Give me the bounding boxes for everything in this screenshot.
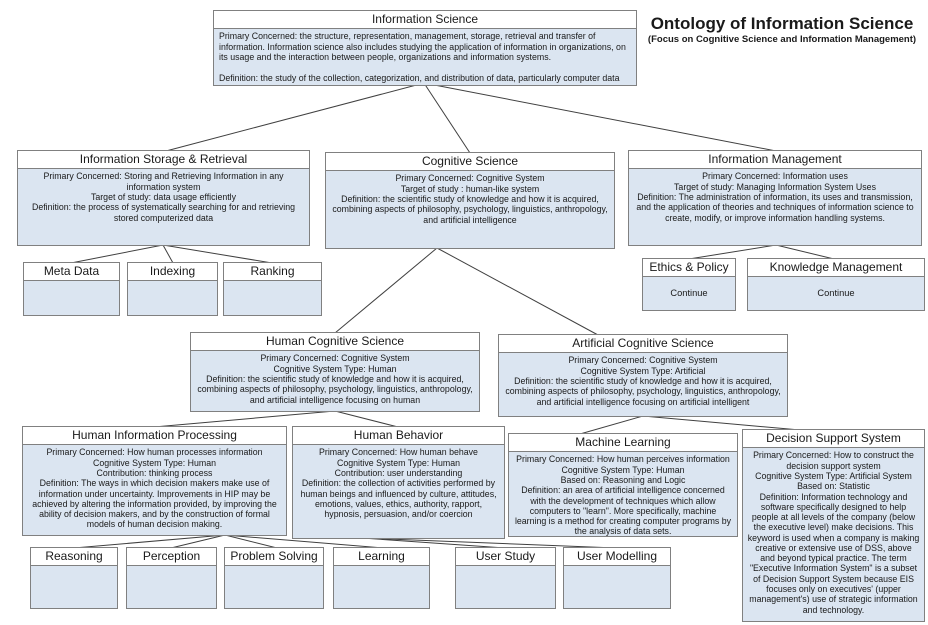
node-perception-title: Perception [127, 548, 216, 567]
node-user-study-title: User Study [456, 548, 555, 567]
node-artificial-cognitive-science: Artificial Cognitive Science Primary Con… [498, 334, 788, 417]
node-human-information-processing-title: Human Information Processing [23, 427, 286, 446]
node-human-information-processing-body: Primary Concerned: How human processes i… [23, 445, 286, 535]
node-information-management-title: Information Management [629, 151, 921, 170]
node-user-modelling-title: User Modelling [564, 548, 670, 567]
node-user-study-body [456, 566, 555, 608]
node-information-storage-retrieval-title: Information Storage & Retrieval [18, 151, 309, 170]
node-meta-data-body [24, 281, 119, 315]
connector-group [70, 82, 835, 549]
node-user-modelling: User Modelling [563, 547, 671, 609]
node-reasoning-body [31, 566, 117, 608]
node-human-cognitive-science-title: Human Cognitive Science [191, 333, 479, 352]
node-information-science-body: Primary Concerned: the structure, repres… [214, 29, 636, 85]
node-ranking-title: Ranking [224, 263, 321, 282]
node-learning-body [334, 566, 429, 608]
node-problem-solving-title: Problem Solving [225, 548, 323, 567]
node-cognitive-science: Cognitive Science Primary Concerned: Cog… [325, 152, 615, 249]
node-ranking: Ranking [223, 262, 322, 316]
node-information-science: Information Science Primary Concerned: t… [213, 10, 637, 86]
diagram-title: Ontology of Information Science [650, 14, 914, 33]
node-perception: Perception [126, 547, 217, 609]
node-ranking-body [224, 281, 321, 315]
node-information-management-body: Primary Concerned: Information uses Targ… [629, 169, 921, 245]
node-learning: Learning [333, 547, 430, 609]
node-indexing-body [128, 281, 217, 315]
node-reasoning-title: Reasoning [31, 548, 117, 567]
node-user-modelling-body [564, 566, 670, 608]
diagram-subtitle: (Focus on Cognitive Science and Informat… [647, 33, 917, 45]
node-knowledge-management-body: Continue [748, 277, 924, 310]
node-human-information-processing: Human Information Processing Primary Con… [22, 426, 287, 536]
node-meta-data: Meta Data [23, 262, 120, 316]
node-indexing-title: Indexing [128, 263, 217, 282]
node-ethics-policy: Ethics & Policy Continue [642, 258, 736, 311]
node-knowledge-management: Knowledge Management Continue [747, 258, 925, 311]
node-problem-solving: Problem Solving [224, 547, 324, 609]
node-perception-body [127, 566, 216, 608]
node-decision-support-system-title: Decision Support System [743, 430, 924, 449]
node-reasoning: Reasoning [30, 547, 118, 609]
node-artificial-cognitive-science-body: Primary Concerned: Cognitive System Cogn… [499, 353, 787, 416]
node-problem-solving-body [225, 566, 323, 608]
node-information-science-title: Information Science [214, 11, 636, 30]
node-indexing: Indexing [127, 262, 218, 316]
node-machine-learning: Machine Learning Primary Concerned: How … [508, 433, 738, 537]
node-learning-title: Learning [334, 548, 429, 567]
node-human-behavior: Human Behavior Primary Concerned: How hu… [292, 426, 505, 539]
node-cognitive-science-body: Primary Concerned: Cognitive System Targ… [326, 171, 614, 248]
node-knowledge-management-title: Knowledge Management [748, 259, 924, 278]
node-decision-support-system-body: Primary Concerned: How to construct the … [743, 448, 924, 621]
node-information-storage-retrieval-body: Primary Concerned: Storing and Retrievin… [18, 169, 309, 245]
diagram-heading: Ontology of Information Science (Focus o… [637, 14, 927, 45]
node-meta-data-title: Meta Data [24, 263, 119, 282]
node-human-cognitive-science-body: Primary Concerned: Cognitive System Cogn… [191, 351, 479, 411]
node-information-storage-retrieval: Information Storage & Retrieval Primary … [17, 150, 310, 246]
node-human-behavior-title: Human Behavior [293, 427, 504, 446]
node-machine-learning-title: Machine Learning [509, 434, 737, 453]
node-ethics-policy-title: Ethics & Policy [643, 259, 735, 278]
node-decision-support-system: Decision Support System Primary Concerne… [742, 429, 925, 622]
node-human-behavior-body: Primary Concerned: How human behave Cogn… [293, 445, 504, 538]
node-human-cognitive-science: Human Cognitive Science Primary Concerne… [190, 332, 480, 412]
node-ethics-policy-body: Continue [643, 277, 735, 310]
node-information-management: Information Management Primary Concerned… [628, 150, 922, 246]
node-artificial-cognitive-science-title: Artificial Cognitive Science [499, 335, 787, 354]
node-machine-learning-body: Primary Concerned: How human perceives i… [509, 452, 737, 536]
node-user-study: User Study [455, 547, 556, 609]
node-cognitive-science-title: Cognitive Science [326, 153, 614, 172]
